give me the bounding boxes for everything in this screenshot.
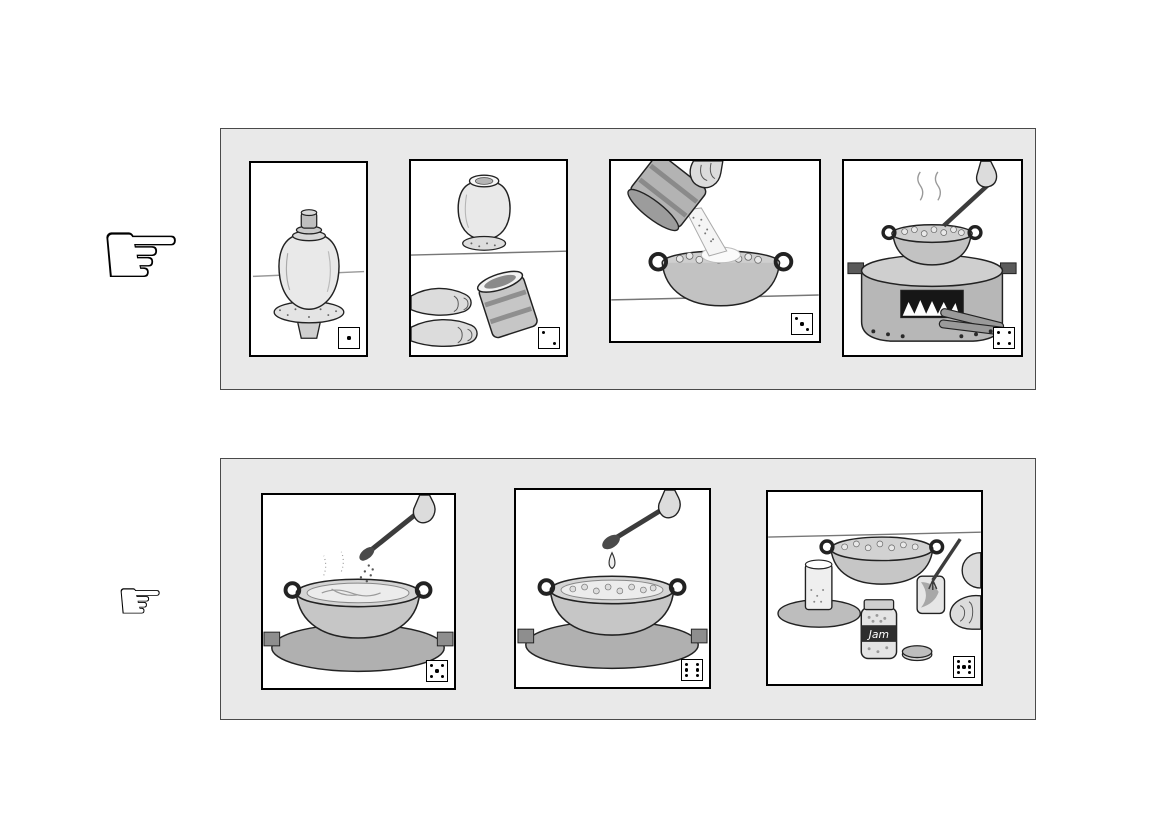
dice-pip (685, 673, 689, 677)
dice-step-1 (338, 327, 360, 349)
step-frame-1 (249, 161, 368, 357)
illustration-sprinkling-into-pot (263, 495, 454, 673)
dice-pip (440, 674, 444, 678)
jam-label: Jam (867, 628, 889, 641)
stove-base (517, 620, 708, 670)
dice-step-4 (993, 327, 1015, 349)
pot (881, 224, 983, 266)
dice-step-5 (426, 660, 448, 682)
drop (608, 551, 616, 570)
dice-pip (347, 336, 351, 340)
step-frame-3 (609, 159, 821, 343)
illustration-pouring-into-pot (611, 161, 819, 307)
hand (412, 495, 436, 524)
dice-step-2 (538, 327, 560, 349)
hands (411, 287, 478, 347)
hand (689, 161, 724, 189)
pointing-hand-icon: ☞ (98, 198, 185, 310)
dice-pip (967, 670, 971, 674)
dice-pip (957, 660, 961, 664)
steam (323, 551, 344, 576)
instruction-row-2: Jam (220, 458, 1036, 720)
step-frame-6 (514, 488, 711, 689)
dice-pip (685, 668, 689, 672)
dice-pip (1007, 341, 1011, 345)
dice-pip (805, 327, 809, 331)
stove (847, 254, 1017, 342)
grain-tin (627, 161, 707, 232)
dice-pip (967, 660, 971, 664)
illustration-filling-jam-jars: Jam (768, 531, 981, 662)
dice-pip (962, 665, 966, 669)
dice-pip (957, 665, 961, 669)
glass (804, 559, 833, 611)
stand (273, 300, 345, 339)
jam-jar: Jam (860, 599, 898, 660)
table-edge (768, 531, 981, 538)
dice-step-3 (791, 313, 813, 335)
dice-pip (552, 341, 556, 345)
jar (457, 174, 511, 241)
instruction-row-1 (220, 128, 1036, 390)
held-jar (916, 575, 946, 615)
pot (819, 536, 945, 585)
dice-pip (795, 317, 799, 321)
dice-pip (430, 664, 434, 668)
dice-pip (967, 665, 971, 669)
jar-stand (462, 235, 507, 251)
dice-pip (542, 331, 546, 335)
hand (975, 161, 998, 188)
illustration-drop-from-spoon (517, 490, 708, 670)
dice-pip (997, 341, 1001, 345)
steam (917, 171, 942, 201)
pot (537, 575, 687, 636)
clay-pot (278, 230, 340, 310)
pointing-hand-icon: ☞ (116, 569, 165, 632)
dice-pip (695, 673, 699, 677)
pot (283, 578, 433, 639)
dice-pip (685, 663, 689, 667)
pot-lid (295, 209, 323, 235)
stirring-spoon (942, 179, 995, 228)
dice-pip (440, 664, 444, 668)
dice-pip (695, 663, 699, 667)
jar-lid (901, 645, 933, 662)
pour-stream (684, 207, 728, 257)
measuring-mug (476, 270, 538, 339)
step-frame-7: Jam (766, 490, 983, 686)
step-frame-5 (261, 493, 456, 690)
dice-pip (1007, 331, 1011, 335)
shelf-edge (411, 250, 566, 256)
dice-pip (695, 668, 699, 672)
dice-pip (957, 670, 961, 674)
dice-pip (430, 674, 434, 678)
illustration-covered-pot-on-stand (252, 209, 365, 339)
hands (949, 552, 981, 630)
illustration-pot-on-stove (847, 161, 1017, 342)
fork (928, 538, 962, 590)
dice-step-6 (681, 659, 703, 681)
dice-pip (435, 669, 439, 673)
dice-pip (997, 331, 1001, 335)
step-frame-2 (409, 159, 568, 357)
illustration-jar-and-mug (411, 174, 566, 347)
step-frame-4 (842, 159, 1023, 357)
dice-pip (800, 322, 804, 326)
dice-step-7 (953, 656, 975, 678)
hand (657, 490, 681, 519)
wide-pot (648, 246, 794, 307)
